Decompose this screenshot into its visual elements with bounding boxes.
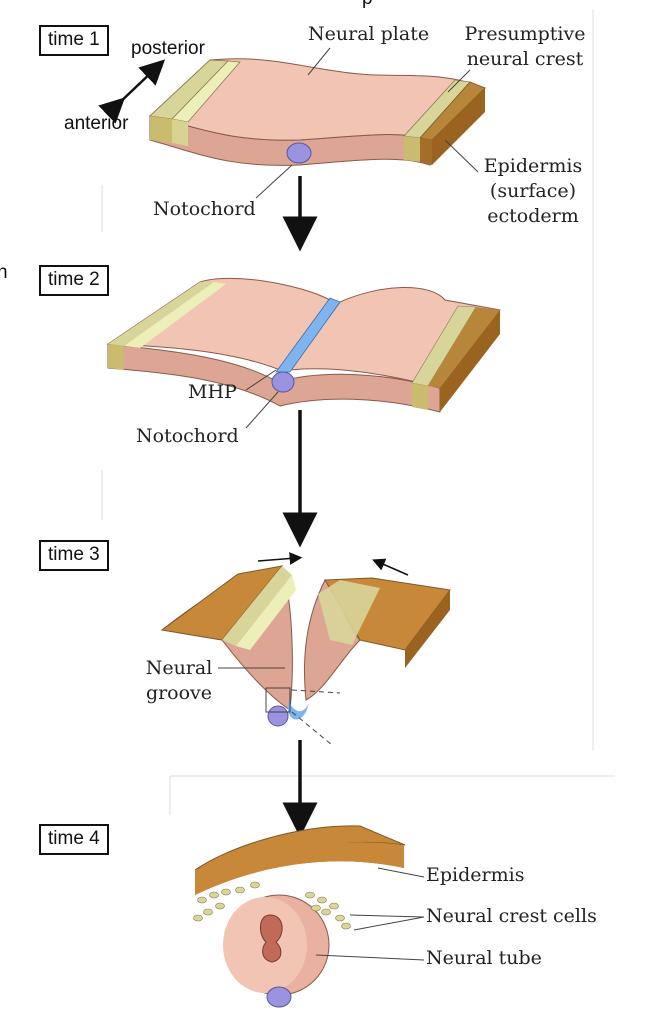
time2-leaders [245,369,279,429]
axis-arrow [98,59,166,124]
epidermis-label-time4: Epidermis [426,864,525,886]
stage-label-time-2: time 2 [39,265,109,296]
neural-groove-label-line2: groove [145,682,213,704]
presumptive-neural-crest-label-line1: Presumptive [464,23,586,45]
epidermis-label-line1: Epidermis [483,155,583,177]
time3-neural-groove [160,565,451,746]
time1-leaders [255,47,479,199]
posterior-label: posterior [131,38,205,59]
epidermis-label-line2: (surface) [489,180,577,202]
notochord-label-time1: Notochord [153,198,256,220]
convergence-arrow-left [257,552,303,565]
presumptive-neural-crest-label-line2: neural crest [466,48,584,70]
neural-crest-cells-label: Neural crest cells [426,905,597,927]
stage-label-time-4: time 4 [39,824,109,855]
neural-tube-label: Neural tube [426,947,542,969]
stage-label-time-3: time 3 [39,540,109,571]
time4-neural-tube [193,825,406,1008]
cut-text-top: p [362,0,373,10]
neural-groove-label-line1: Neural [145,657,213,679]
stage-label-time-1: time 1 [39,25,109,56]
neural-plate-label: Neural plate [308,23,430,45]
time2-neural-plate [106,277,501,413]
mhp-label: MHP [188,381,237,403]
anterior-label: anterior [64,113,129,134]
frame-lines [101,10,615,815]
time4-leaders [315,867,425,961]
time1-neural-plate [148,58,486,166]
notochord-label-time2: Notochord [136,425,239,447]
epidermis-label-line3: ectoderm [487,205,579,227]
cut-text-left: n [0,262,8,283]
convergence-arrow-right [372,558,409,576]
